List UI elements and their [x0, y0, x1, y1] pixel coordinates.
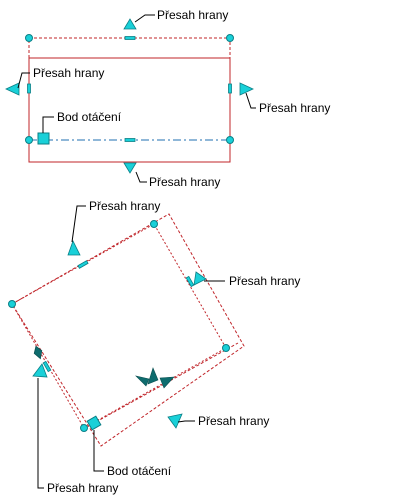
top-mid-grip-right[interactable]: [228, 83, 232, 94]
top-figure: Přesah hrany Přesah hrany Přesah hrany P…: [5, 8, 330, 189]
leader-bottom: [135, 171, 147, 183]
label-left-edge-overhang: Přesah hrany: [33, 66, 104, 80]
top-mid-grip-axis[interactable]: [124, 138, 136, 142]
label-bottom-top-edge-overhang: Přesah hrany: [89, 199, 160, 213]
bottom-edge-overhang-grip-right[interactable]: [193, 271, 207, 286]
top-edge-overhang-grip-left[interactable]: [5, 82, 20, 96]
bottom-rotation-handle-grip[interactable]: [32, 345, 44, 360]
leader-bottom-top: [71, 205, 86, 243]
label-bottom-pivot-point: Bod otáčení: [107, 464, 172, 478]
label-bottom-bottom-edge-overhang: Přesah hrany: [198, 414, 269, 428]
top-mid-grip-top[interactable]: [124, 36, 136, 40]
bottom-edge-overhang-grip-top[interactable]: [67, 239, 81, 256]
top-base-outline: [28, 57, 231, 163]
top-vertex-grip-br[interactable]: [226, 136, 234, 144]
bottom-vertex-grip-right[interactable]: [222, 344, 230, 352]
leader-bottom-pivot: [93, 430, 104, 472]
bottom-edge-overhang-grip-left[interactable]: [32, 363, 48, 378]
top-overhang-outline: [28, 37, 231, 163]
top-mid-grip-left[interactable]: [27, 83, 31, 94]
leader-bottom-bottom: [177, 420, 195, 423]
bottom-vertex-grip-top[interactable]: [150, 220, 158, 228]
top-edge-overhang-grip-up[interactable]: [123, 18, 137, 30]
bottom-pivot-grip[interactable]: [86, 415, 102, 431]
label-bottom-edge-overhang: Přesah hrany: [149, 175, 220, 189]
leader-top: [134, 14, 155, 23]
bottom-base-outline: [11, 223, 227, 429]
label-top-pivot-point: Bod otáčení: [57, 110, 122, 124]
bottom-overhang-outline: [11, 213, 245, 447]
top-edge-overhang-grip-right[interactable]: [239, 82, 254, 96]
top-edge-overhang-grip-down[interactable]: [123, 162, 137, 174]
leader-left: [17, 72, 30, 89]
label-top-edge-overhang: Přesah hrany: [157, 8, 228, 22]
rotation-arrows-icon[interactable]: [135, 367, 175, 389]
label-bottom-left-edge-overhang: Přesah hrany: [47, 481, 118, 495]
bottom-mid-grip-left-edge[interactable]: [42, 360, 52, 373]
label-bottom-right-edge-overhang: Přesah hrany: [229, 274, 300, 288]
bottom-vertex-grip-bottom[interactable]: [80, 424, 88, 432]
top-vertex-grip-bl[interactable]: [25, 136, 33, 144]
top-vertex-grip-tl[interactable]: [25, 34, 33, 42]
bottom-edge-overhang-grip-bottom[interactable]: [167, 413, 183, 429]
bottom-figure: Přesah hrany Přesah hrany Přesah hrany P…: [8, 199, 300, 495]
leader-bottom-left: [37, 378, 44, 489]
bottom-mid-grip-right-edge[interactable]: [185, 275, 195, 288]
bottom-mid-grip-top-edge[interactable]: [77, 260, 89, 269]
leader-pivot-top: [42, 116, 54, 133]
label-right-edge-overhang: Přesah hrany: [259, 101, 330, 115]
bottom-vertex-grip-left[interactable]: [8, 300, 16, 308]
leader-right: [245, 92, 256, 109]
top-vertex-grip-tr[interactable]: [226, 34, 234, 42]
top-pivot-grip[interactable]: [37, 132, 50, 145]
